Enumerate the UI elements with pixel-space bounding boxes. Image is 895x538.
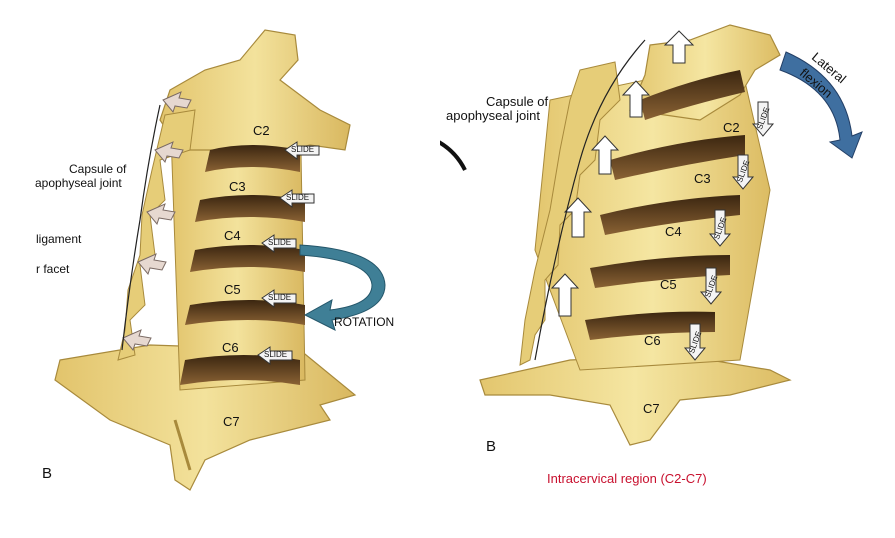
right-c4-label: C4 [665,224,682,239]
left-slide-label-1: SLIDE [291,145,315,154]
left-panel-letter: B [42,465,53,482]
right-c3-label: C3 [694,171,711,186]
right-c5-label: C5 [660,277,677,292]
left-c4-label: C4 [224,228,241,243]
right-capsule-label-line2: apophyseal joint [446,108,540,123]
right-figure-caption: Intracervical region (C2-C7) [547,471,707,486]
left-figure: C2 C3 C4 C5 C6 C7 SLIDE SLIDE SLIDE SLID… [0,0,440,538]
lateral-flexion-arrow [779,51,863,159]
left-c6-label: C6 [222,340,239,355]
left-capsule-label-line1: Capsule of [69,162,127,176]
left-capsule-label-line2: apophyseal joint [35,176,122,190]
left-slide-label-2: SLIDE [286,193,310,202]
right-c6-label: C6 [644,333,661,348]
left-spine-illustration [54,29,386,491]
left-slide-label-5: SLIDE [264,350,288,359]
left-slide-label-4: SLIDE [268,293,292,302]
right-panel-letter: B [486,438,497,455]
left-ligament-label: ligament [36,232,82,246]
left-facet-label: r facet [36,262,70,276]
vertebra-c7-shape-right [479,354,792,446]
left-slide-label-3: SLIDE [268,238,292,247]
left-c2-label: C2 [253,123,270,138]
left-c5-label: C5 [224,282,241,297]
right-c2-label: C2 [723,120,740,135]
rotation-arrow [299,244,386,331]
left-c3-label: C3 [229,179,246,194]
right-spine-illustration [440,24,863,446]
left-rotation-label: ROTATION [334,315,395,329]
left-c7-label: C7 [223,414,240,429]
right-capsule-label-line1: Capsule of [486,94,549,109]
right-c7-label: C7 [643,401,660,416]
right-figure: C2 C3 C4 C5 C6 C7 SLIDE SLIDE SLIDE SLID… [440,0,895,538]
